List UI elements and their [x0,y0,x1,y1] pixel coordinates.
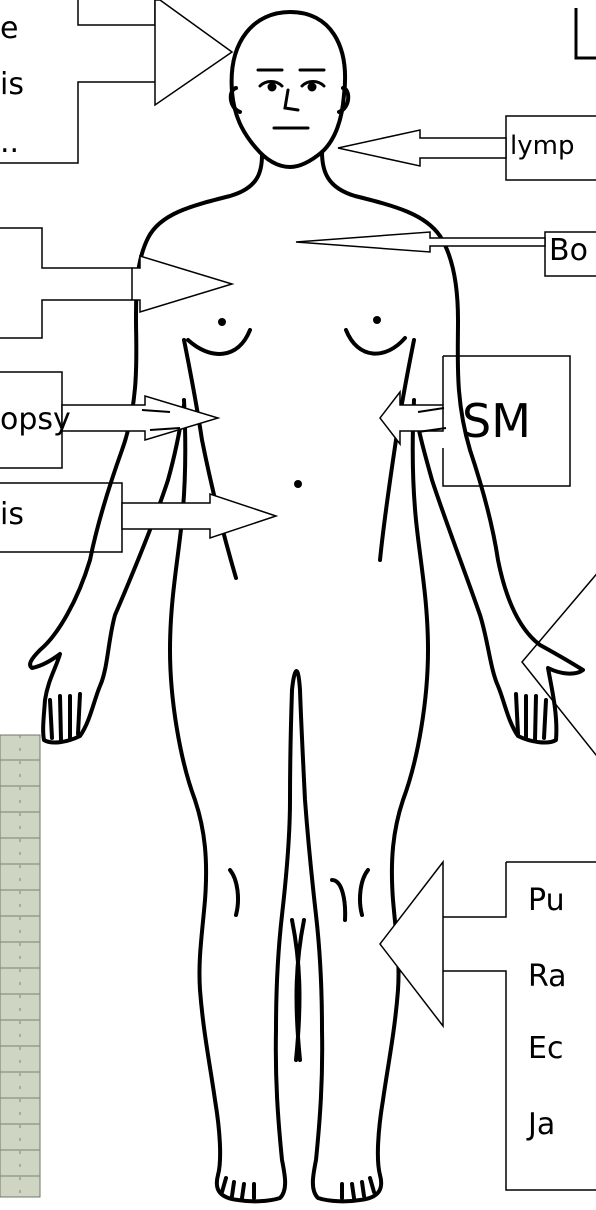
label-is: is [0,500,24,530]
photo-strip [0,735,40,1197]
label-sm: SM [462,398,531,444]
human-body-outline [30,12,583,1201]
label-top-left-3: .. [0,128,19,158]
nipple-left [218,318,226,326]
arrow-to-legs [380,862,443,1026]
label-biopsy: opsy [0,405,71,435]
label-lymph: lymp [510,133,574,159]
label-bottom-right-3: Ec [528,1034,563,1064]
arrow-to-hand [522,570,596,760]
navel [294,480,302,488]
arrow-to-head [155,0,232,105]
label-top-left-1: e [0,14,18,44]
nipple-right [373,316,381,324]
label-bottom-right-4: Ja [528,1110,555,1140]
label-bone: Bo [549,236,588,266]
arrow-to-chest [296,232,545,252]
label-top-left-2: is [0,70,24,100]
label-bottom-right-2: Ra [528,962,567,992]
arrow-abdomen [122,494,276,538]
arrow-to-neck [338,130,506,166]
title-fragment: L [576,0,596,60]
arrow-to-shoulder [132,256,232,312]
face [258,70,324,128]
label-bottom-right-1: Pu [528,886,565,916]
